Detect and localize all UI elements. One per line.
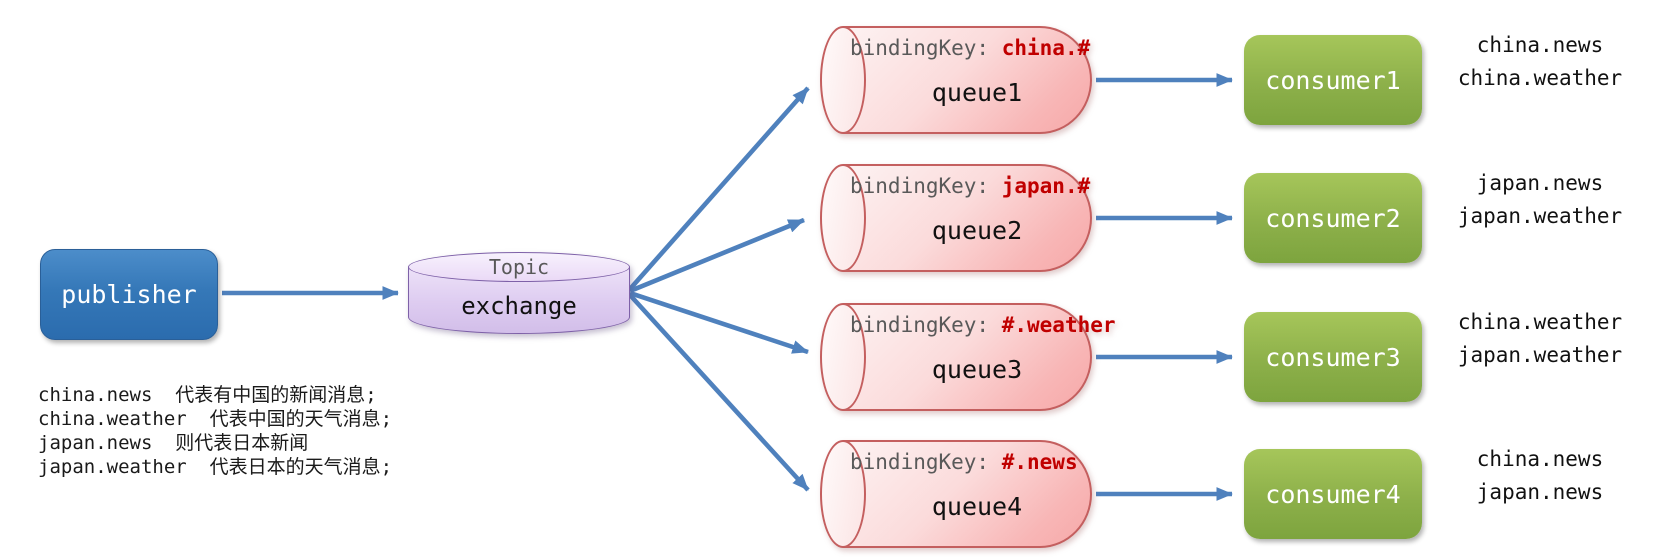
routing-key-text: japan.weather bbox=[1457, 343, 1623, 367]
queue-cylinder-cap bbox=[820, 26, 866, 134]
routing-key-text: china.news bbox=[1476, 447, 1604, 471]
consumer1-box: consumer1 bbox=[1244, 35, 1422, 125]
queue-cylinder-cap bbox=[820, 303, 866, 411]
queue1-binding-row: bindingKey: china.# bbox=[850, 36, 1090, 60]
queue2-binding-row: bindingKey: japan.# bbox=[850, 174, 1090, 198]
consumer4-label: consumer4 bbox=[1265, 479, 1401, 509]
queue2-cylinder: bindingKey: japan.# queue2 bbox=[820, 164, 1092, 272]
queue2-name-label: queue2 bbox=[931, 216, 1023, 245]
routing-key-text: china.weather bbox=[1457, 66, 1623, 90]
note-line: china.weather 代表中国的天气消息; bbox=[38, 408, 393, 430]
consumer2-box: consumer2 bbox=[1244, 173, 1422, 263]
binding-key-label: bindingKey: bbox=[850, 450, 990, 474]
routing-key-text: china.news bbox=[1476, 33, 1604, 57]
exchange-to-queue1-arrow bbox=[628, 86, 810, 291]
queue-cylinder-cap bbox=[820, 164, 866, 272]
queue4-cylinder: bindingKey: #.news queue4 bbox=[820, 440, 1092, 548]
queue3-binding-row: bindingKey: #.weather bbox=[850, 313, 1116, 337]
queue-cylinder-cap bbox=[820, 440, 866, 548]
exchange-name-label: exchange bbox=[461, 292, 577, 320]
queue4-binding-row: bindingKey: #.news bbox=[850, 450, 1078, 474]
consumer4-box: consumer4 bbox=[1244, 449, 1422, 539]
exchange-cylinder-top bbox=[408, 252, 630, 282]
binding-key-label: bindingKey: bbox=[850, 36, 990, 60]
exchange-to-queue2-arrow bbox=[629, 217, 805, 294]
consumer2-routing-keys: japan.news japan.weather bbox=[1428, 167, 1652, 233]
queue3-name-label: queue3 bbox=[931, 355, 1023, 384]
exchange-type-label: Topic bbox=[488, 255, 550, 279]
routing-key-text: japan.news bbox=[1476, 480, 1604, 504]
legend-notes: china.news 代表有中国的新闻消息; china.weather 代表中… bbox=[38, 383, 392, 479]
queue3-cylinder: bindingKey: #.weather queue3 bbox=[820, 303, 1116, 411]
queue1-name-label: queue1 bbox=[931, 78, 1023, 107]
binding-key-value: china.# bbox=[1001, 36, 1091, 60]
consumer3-routing-keys: china.weather japan.weather bbox=[1428, 306, 1652, 372]
consumer3-box: consumer3 bbox=[1244, 312, 1422, 402]
routing-key-text: japan.news bbox=[1476, 171, 1604, 195]
consumer2-label: consumer2 bbox=[1265, 203, 1401, 233]
routing-key-text: china.weather bbox=[1457, 310, 1623, 334]
routing-key-text: japan.weather bbox=[1457, 204, 1623, 228]
consumer4-routing-keys: china.news japan.news bbox=[1428, 443, 1652, 509]
queue-cylinder-body bbox=[843, 440, 1092, 548]
queue-cylinder-body bbox=[843, 303, 1092, 411]
publisher-box: publisher bbox=[40, 249, 218, 340]
queue1-cylinder: bindingKey: china.# queue1 bbox=[820, 26, 1092, 134]
consumer1-label: consumer1 bbox=[1265, 65, 1401, 95]
note-line: japan.weather 代表日本的天气消息; bbox=[38, 456, 393, 478]
publisher-label: publisher bbox=[61, 280, 197, 309]
queue4-name-label: queue4 bbox=[931, 492, 1023, 521]
binding-key-label: bindingKey: bbox=[850, 174, 990, 198]
binding-key-label: bindingKey: bbox=[850, 313, 990, 337]
note-line: china.news 代表有中国的新闻消息; bbox=[38, 384, 377, 406]
consumer1-routing-keys: china.news china.weather bbox=[1428, 29, 1652, 95]
note-line: japan.news 则代表日本新闻 bbox=[38, 432, 309, 454]
binding-key-value: #.weather bbox=[1001, 313, 1116, 337]
binding-key-value: japan.# bbox=[1001, 174, 1091, 198]
exchange-cylinder: Topic exchange bbox=[408, 252, 630, 334]
consumer3-label: consumer3 bbox=[1265, 342, 1401, 372]
binding-key-value: #.news bbox=[1001, 450, 1078, 474]
exchange-to-queue3-arrow bbox=[629, 290, 809, 355]
exchange-to-queue4-arrow bbox=[628, 293, 810, 492]
